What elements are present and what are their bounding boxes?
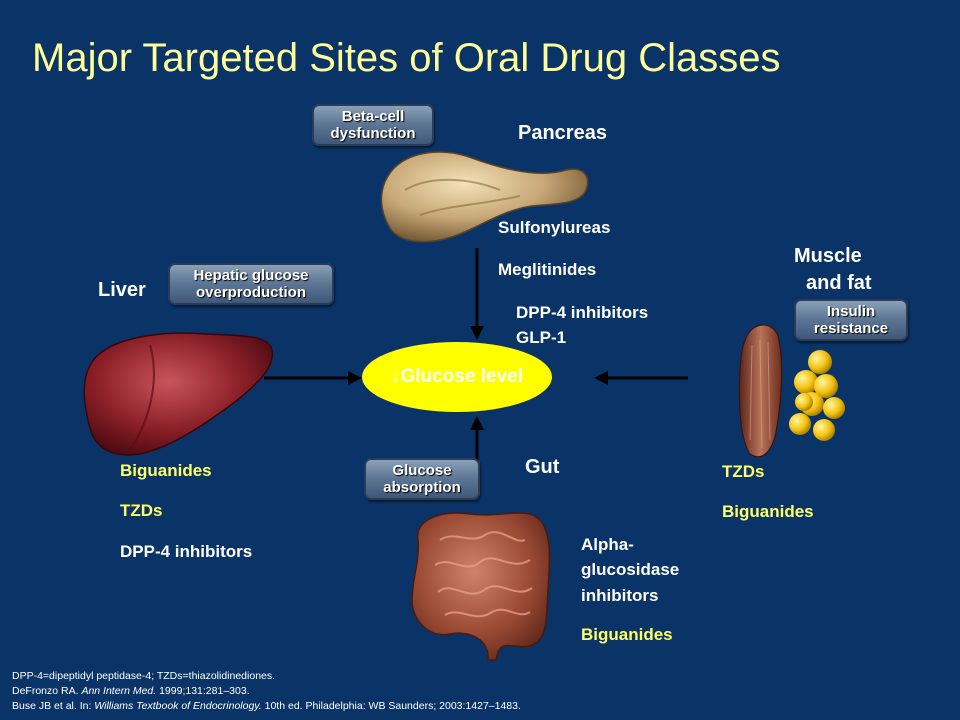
ref-journal: Ann Intern Med.: [81, 685, 157, 697]
drug-biguanides-liver: Biguanides: [120, 461, 212, 480]
insulin-resistance-badge: Insulin resistance: [794, 299, 908, 341]
badge-line: Glucose: [392, 462, 452, 479]
pancreas-illustration: [380, 151, 589, 243]
badge-line: absorption: [383, 479, 461, 496]
badge-line: Beta-cell: [341, 108, 405, 125]
drug-dpp4-pancreas: DPP-4 inhibitors: [516, 303, 649, 322]
fat-cells-illustration: [789, 350, 845, 441]
liver-label: Liver: [98, 279, 146, 301]
badge-line: dysfunction: [330, 125, 416, 142]
muscle-label: Muscle: [794, 245, 862, 267]
drug-sulfonylureas: Sulfonylureas: [498, 218, 611, 237]
drug-meglitinides: Meglitinides: [498, 260, 597, 279]
drug-glp1: GLP-1: [516, 328, 567, 347]
beta-cell-dysfunction-badge: Beta-cell dysfunction: [312, 104, 434, 146]
drug-tzds-liver: TZDs: [120, 501, 163, 520]
badge-line: resistance: [813, 320, 889, 337]
fat-label: and fat: [806, 272, 872, 294]
glucose-level-ellipse: ↓Glucose level: [362, 342, 552, 412]
page-title: Major Targeted Sites of Oral Drug Classe…: [32, 36, 781, 80]
ref-text: Buse JB et al. In:: [12, 700, 95, 712]
drug-alpha-line2: glucosidase: [581, 560, 680, 579]
drug-alpha-line3: inhibitors: [581, 586, 659, 605]
drug-alpha-line1: Alpha-: [581, 535, 634, 554]
ref-text: 10th ed. Philadelphia: WB Saunders; 2003…: [261, 700, 521, 712]
pancreas-label: Pancreas: [518, 122, 607, 144]
footnote-reference-2: Buse JB et al. In: Williams Textbook of …: [12, 700, 521, 712]
ref-text: 1999;131:281–303.: [156, 685, 250, 697]
footnote-abbreviations: DPP-4=dipeptidyl peptidase-4; TZDs=thiaz…: [12, 670, 276, 682]
hepatic-glucose-overproduction-badge: Hepatic glucose overproduction: [168, 263, 334, 305]
gut-illustration: [411, 512, 551, 661]
drug-dpp4-liver: DPP-4 inhibitors: [120, 542, 253, 561]
ref-book: Williams Textbook of Endocrinology.: [94, 700, 262, 712]
arrows: [264, 248, 688, 488]
badge-line: Hepatic glucose: [193, 267, 309, 284]
glucose-absorption-badge: Glucose absorption: [364, 458, 480, 500]
gut-label: Gut: [525, 456, 560, 478]
badge-line: overproduction: [195, 284, 306, 301]
drug-biguanides-muscle: Biguanides: [722, 502, 814, 521]
muscle-illustration: [738, 324, 783, 458]
ref-text: DeFronzo RA.: [12, 685, 82, 697]
footnote-reference-1: DeFronzo RA. Ann Intern Med. 1999;131:28…: [12, 685, 250, 697]
badge-line: Insulin: [826, 303, 876, 320]
drug-biguanides-gut: Biguanides: [581, 625, 673, 644]
drug-tzds-muscle: TZDs: [722, 462, 765, 481]
liver-illustration: [83, 332, 274, 456]
